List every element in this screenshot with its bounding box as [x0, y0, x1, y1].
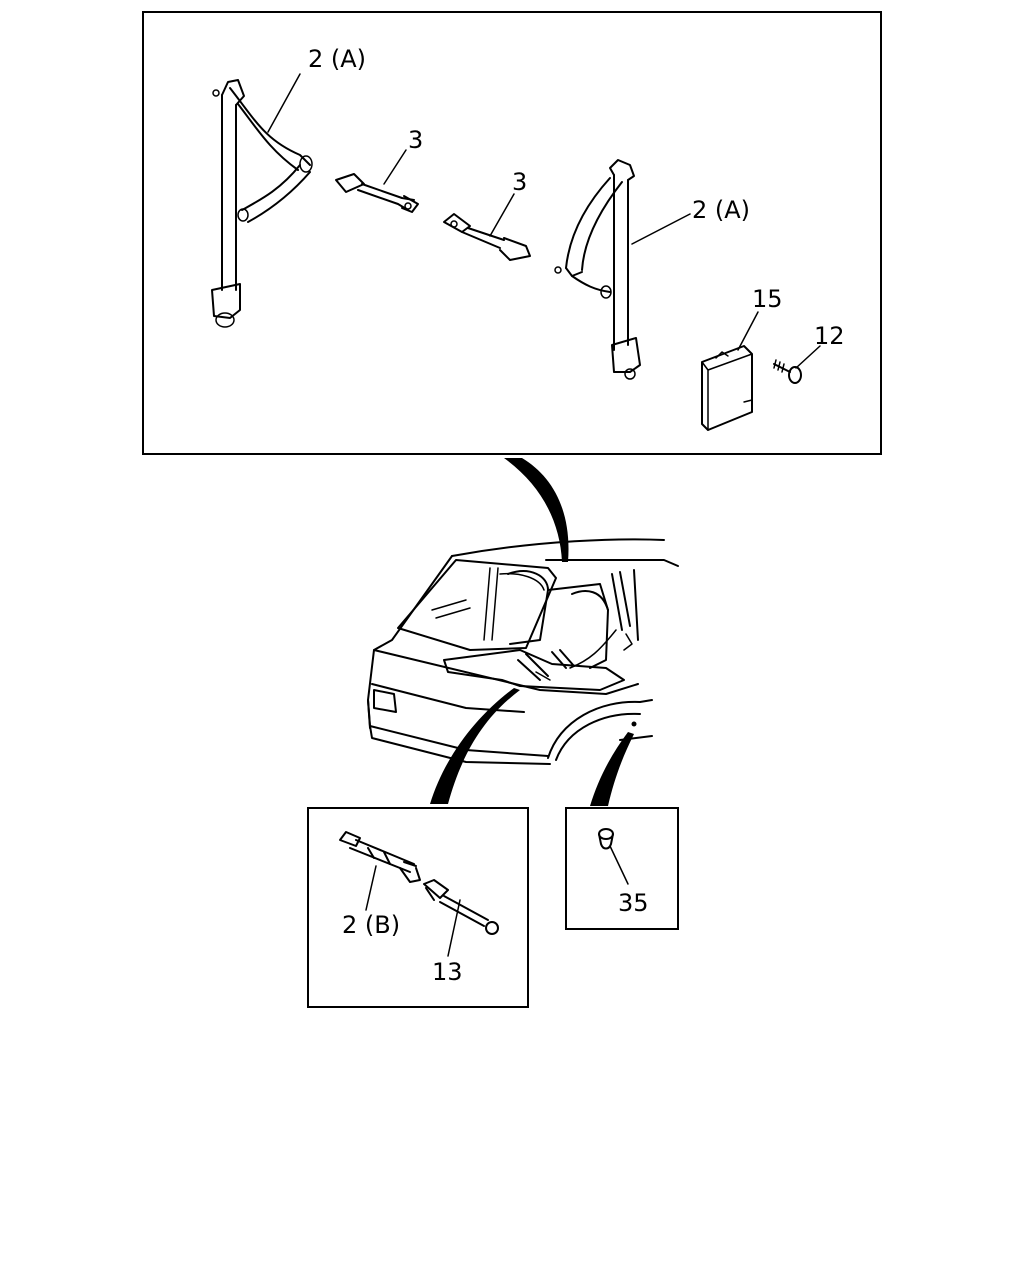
screw-part [773, 359, 802, 384]
callout-buckle-right: 3 [512, 168, 527, 196]
callout-seatbelt-left: 2 (A) [308, 45, 366, 73]
pointer-to-center-belt-frame [430, 688, 520, 804]
callout-screw: 12 [814, 322, 845, 350]
pointer-to-top-frame [504, 458, 569, 562]
callout-cover: 15 [752, 285, 783, 313]
detail-frame-top [142, 11, 882, 455]
callout-center-belt: 2 (B) [342, 911, 400, 939]
buckle-right [443, 213, 531, 261]
callout-seatbelt-right: 2 (A) [692, 196, 750, 224]
seatbelt-assembly-right [554, 159, 641, 380]
detail-frame-center-belt [307, 807, 529, 1008]
seatbelt-assembly-left [211, 79, 313, 328]
center-belt-assembly [339, 831, 421, 883]
callout-center-buckle: 13 [432, 958, 463, 986]
buckle-left [335, 173, 419, 213]
vehicle-rear-view [367, 538, 679, 765]
clip-part [598, 828, 614, 850]
callout-buckle-left: 3 [408, 126, 423, 154]
cover-part [701, 345, 753, 431]
center-buckle-assembly [423, 879, 499, 935]
callout-clip: 35 [618, 889, 649, 917]
pointer-to-clip-frame [590, 732, 634, 806]
detail-frame-clip [565, 807, 679, 930]
